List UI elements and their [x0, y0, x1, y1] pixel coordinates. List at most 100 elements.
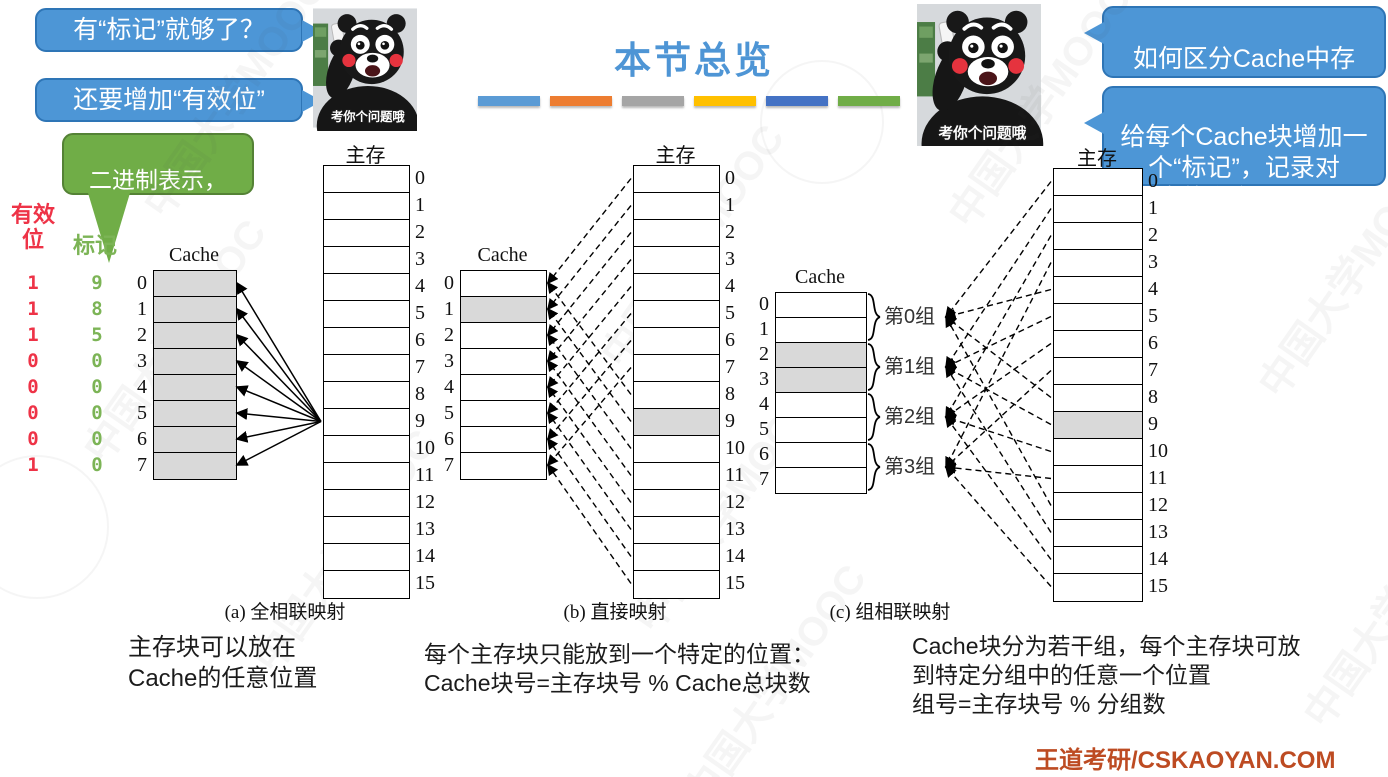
- cache-b-index: 1: [444, 298, 454, 320]
- memory-b-cell-13: [634, 517, 719, 544]
- memory-a-column: [323, 165, 410, 599]
- cache-c-index: 6: [759, 443, 769, 465]
- tag-value: 0: [91, 402, 103, 424]
- memory-a-index: 15: [415, 572, 435, 594]
- cache-b-index: 3: [444, 350, 454, 372]
- memory-a-index: 13: [415, 518, 435, 540]
- memory-c-cell-15: [1054, 574, 1142, 601]
- cache-b-index: 5: [444, 402, 454, 424]
- title-divider-bar: [838, 96, 900, 106]
- memory-a-cell-9: [324, 409, 409, 436]
- caption-a: (a) 全相联映射: [224, 602, 346, 623]
- valid-bit-value: 0: [27, 376, 39, 398]
- cache-a-index: 6: [137, 428, 147, 450]
- tag-value: 0: [91, 376, 103, 398]
- memory-b-index: 9: [725, 410, 735, 432]
- tag-value: 0: [91, 428, 103, 450]
- memory-c-index: 9: [1148, 413, 1158, 435]
- memory-a-header: 主存: [345, 145, 386, 167]
- memory-b-index: 6: [725, 329, 735, 351]
- cache-a-cell-0: [154, 271, 236, 297]
- memory-a-index: 2: [415, 221, 425, 243]
- cache-b-cell-6: [461, 427, 546, 453]
- memory-b-cell-15: [634, 571, 719, 598]
- cache-c-cell-0: [776, 293, 866, 318]
- memory-c-cell-3: [1054, 250, 1142, 277]
- memory-c-index: 14: [1148, 548, 1168, 570]
- memory-c-cell-14: [1054, 547, 1142, 574]
- cache-a-cell-7: [154, 453, 236, 479]
- title-divider-bar: [766, 96, 828, 106]
- kumamon-bear-illustration: 考你个问题哦: [313, 8, 419, 166]
- memory-c-index: 8: [1148, 386, 1158, 408]
- memory-c-column: [1053, 168, 1143, 602]
- memory-b-index: 2: [725, 221, 735, 243]
- memory-c-index: 0: [1148, 170, 1158, 192]
- footer-brand: 王道考研/CSKAOYAN.COM: [1035, 747, 1336, 774]
- memory-a-cell-6: [324, 328, 409, 355]
- memory-b-index: 7: [725, 356, 735, 378]
- memory-a-index: 8: [415, 383, 425, 405]
- memory-c-index: 13: [1148, 521, 1168, 543]
- cache-b-index: 6: [444, 428, 454, 450]
- memory-c-index: 10: [1148, 440, 1168, 462]
- memory-b-index: 12: [725, 491, 745, 513]
- memory-a-cell-4: [324, 274, 409, 301]
- memory-a-index: 14: [415, 545, 435, 567]
- speech-bubble-green: 二进制表示， 初始都为0: [62, 133, 254, 263]
- memory-b-index: 0: [725, 167, 735, 189]
- memory-a-cell-8: [324, 382, 409, 409]
- cache-c-cell-1: [776, 318, 866, 343]
- memory-b-index: 3: [725, 248, 735, 270]
- title-divider-bar: [478, 96, 540, 106]
- cache-a-cell-1: [154, 297, 236, 323]
- cache-c-cell-5: [776, 418, 866, 443]
- valid-bit-value: 0: [27, 428, 39, 450]
- speech-bubble-left-2: 还要增加“有效位”: [35, 78, 322, 122]
- cache-c-index: 1: [759, 318, 769, 340]
- cache-b-cell-4: [461, 375, 546, 401]
- cache-b-index: 0: [444, 272, 454, 294]
- cache-a-cell-2: [154, 323, 236, 349]
- memory-a-cell-14: [324, 544, 409, 571]
- cache-c-index: 7: [759, 468, 769, 490]
- memory-a-cell-11: [324, 463, 409, 490]
- memory-b-index: 4: [725, 275, 735, 297]
- cache-c-cell-7: [776, 468, 866, 493]
- speech-bubble-left-1: 有“标记”就够了？: [35, 8, 322, 52]
- tag-value: 9: [91, 272, 103, 294]
- memory-b-index: 11: [725, 464, 745, 486]
- bubble-tail: [1084, 22, 1104, 44]
- memory-a-cell-7: [324, 355, 409, 382]
- group-label-3: 第3组: [884, 456, 936, 478]
- memory-b-index: 13: [725, 518, 745, 540]
- valid-bit-value: 1: [27, 272, 39, 294]
- cache-a-header: Cache: [169, 244, 219, 266]
- speech-bubble-right-2-text: 给每个Cache块增加一 个“标记”，记录对 应的主存块号？: [1120, 123, 1368, 213]
- memory-a-cell-15: [324, 571, 409, 598]
- valid-bit-value: 0: [27, 402, 39, 424]
- kumamon-bear-illustration: 考你个问题哦: [917, 4, 1044, 192]
- memory-c-cell-10: [1054, 439, 1142, 466]
- bubble-tail: [1084, 112, 1104, 134]
- tag-header: 标记: [72, 233, 117, 258]
- memory-a-cell-5: [324, 301, 409, 328]
- memory-a-index: 10: [415, 437, 435, 459]
- memory-b-cell-6: [634, 328, 719, 355]
- cache-b-cell-3: [461, 349, 546, 375]
- group-label-0: 第0组: [884, 306, 936, 328]
- note-a: 主存块可以放在 Cache的任意位置: [128, 634, 318, 692]
- memory-c-cell-0: [1054, 169, 1142, 196]
- bubble-tail: [88, 193, 130, 263]
- cache-b-index: 2: [444, 324, 454, 346]
- valid-bit-header: 有效 位: [10, 202, 55, 252]
- memory-a-index: 9: [415, 410, 425, 432]
- memory-c-index: 5: [1148, 305, 1158, 327]
- speech-bubble-left-1-text: 有“标记”就够了？: [73, 16, 265, 44]
- cache-c-header: Cache: [795, 266, 845, 288]
- memory-b-cell-10: [634, 436, 719, 463]
- memory-c-index: 11: [1148, 467, 1168, 489]
- note-c: Cache块分为若干组，每个主存块可放 到特定分组中的任意一个位置 组号=主存块…: [912, 633, 1301, 717]
- memory-c-index: 2: [1148, 224, 1158, 246]
- cache-c-index: 4: [759, 393, 769, 415]
